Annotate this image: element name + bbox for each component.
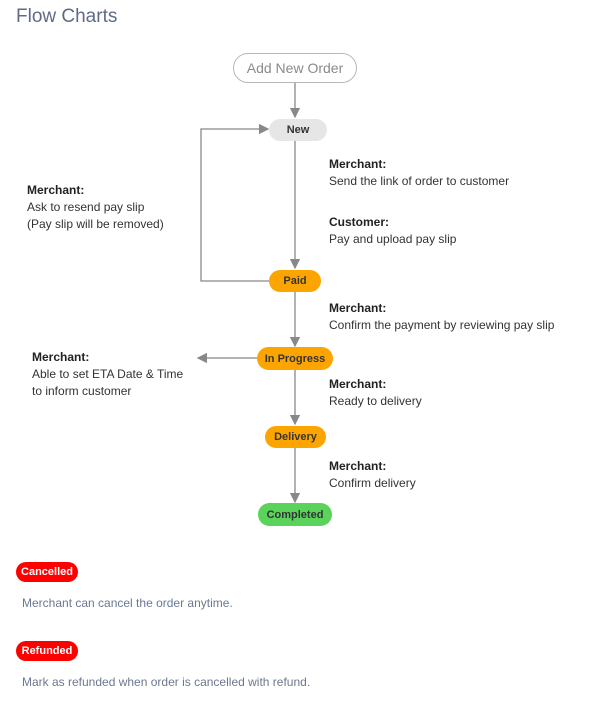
connector-paid-to-new-loop [200,123,270,282]
note-new-merchant: Merchant: Send the link of order to cust… [329,156,509,190]
note-actor: Merchant: [32,350,90,364]
note-line: Send the link of order to customer [329,174,510,188]
note-line: Ask to resend pay slip [27,200,145,214]
note-line: Confirm delivery [329,476,416,490]
note-progress-merchant: Merchant: Ready to delivery [329,376,422,410]
note-delivery-merchant: Merchant: Confirm delivery [329,458,416,492]
note-eta: Merchant: Able to set ETA Date & Time to… [32,349,183,400]
note-line: Confirm the payment by reviewing pay sli… [329,318,555,332]
note-actor: Customer: [329,215,390,229]
add-new-order-node: Add New Order [233,53,357,83]
note-actor: Merchant: [329,157,387,171]
status-description-cancelled: Merchant can cancel the order anytime. [22,596,233,610]
note-line: to inform customer [32,384,132,398]
note-actor: Merchant: [329,459,387,473]
node-delivery: Delivery [265,426,326,448]
node-completed: Completed [258,503,332,526]
note-line: Pay and upload pay slip [329,232,457,246]
status-badge-cancelled: Cancelled [16,562,78,582]
note-actor: Merchant: [329,377,387,391]
status-badge-refunded: Refunded [16,641,78,661]
note-actor: Merchant: [27,183,85,197]
note-resend: Merchant: Ask to resend pay slip (Pay sl… [27,182,164,233]
note-line: Able to set ETA Date & Time [32,367,184,381]
node-paid: Paid [269,270,321,292]
note-actor: Merchant: [329,301,387,315]
note-new-customer: Customer: Pay and upload pay slip [329,214,456,248]
status-description-refunded: Mark as refunded when order is cancelled… [22,675,311,689]
note-line: (Pay slip will be removed) [27,217,164,231]
note-line: Ready to delivery [329,394,422,408]
page-title: Flow Charts [16,6,118,27]
node-new: New [269,119,327,141]
node-in-progress: In Progress [257,347,333,370]
note-paid-merchant: Merchant: Confirm the payment by reviewi… [329,300,554,334]
